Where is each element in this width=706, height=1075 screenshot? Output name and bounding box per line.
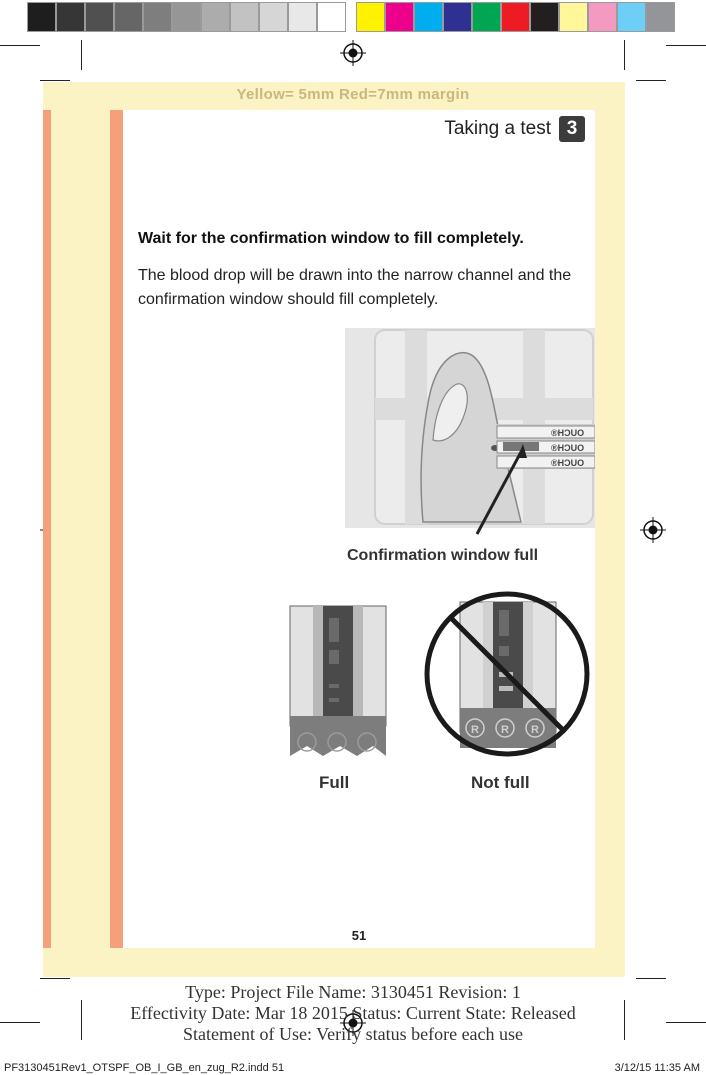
crop-mark	[40, 80, 70, 81]
color-swatch	[443, 2, 472, 32]
logo-glyph: R	[501, 724, 509, 736]
registration-mark-icon	[340, 1010, 366, 1036]
full-strip-icon	[289, 605, 387, 756]
page-number: 51	[351, 928, 367, 943]
page-header: Taking a test 3	[444, 116, 585, 142]
crop-mark	[624, 1000, 625, 1040]
color-swatch	[259, 2, 288, 32]
metadata-line-3: Statement of Use: Verify status before e…	[182, 1024, 524, 1044]
logo-glyph: R	[531, 724, 539, 736]
registration-mark-icon	[640, 517, 666, 543]
color-swatch	[56, 2, 85, 32]
crop-mark	[666, 1022, 706, 1023]
color-swatch	[288, 2, 317, 32]
full-label: Full	[319, 773, 349, 792]
file-name: PF3130451Rev1_OTSPF_OB_I_GB_en_zug_R2.in…	[4, 1062, 285, 1074]
color-swatch	[317, 2, 346, 32]
color-swatch	[530, 2, 559, 32]
logo-glyph: R	[471, 724, 479, 736]
margin-note: Yellow= 5mm Red=7mm margin	[236, 86, 470, 103]
crop-mark	[0, 45, 40, 46]
red-margin-strip	[43, 110, 51, 948]
color-swatch	[588, 2, 617, 32]
color-swatch	[414, 2, 443, 32]
color-swatch	[114, 2, 143, 32]
metadata-line-2: Effectivity Date: Mar 18 2015 Status: Cu…	[130, 1003, 576, 1023]
color-swatch	[646, 2, 675, 32]
crop-mark	[624, 40, 625, 70]
color-swatch	[472, 2, 501, 32]
crop-mark	[40, 978, 70, 979]
color-swatch	[230, 2, 259, 32]
color-swatch	[559, 2, 588, 32]
strip-brand-text: ®HƆUO	[551, 458, 584, 468]
color-swatch	[501, 2, 530, 32]
color-swatch	[201, 2, 230, 32]
figure-caption: Confirmation window full	[347, 547, 538, 564]
red-margin-strip	[110, 110, 123, 948]
color-swatch	[85, 2, 114, 32]
crop-mark	[81, 1000, 82, 1040]
instruction-body: The blood drop will be drawn into the na…	[138, 267, 572, 308]
section-title: Taking a test	[444, 118, 551, 139]
crop-mark	[666, 45, 706, 46]
color-swatch	[27, 2, 56, 32]
crop-mark	[0, 1022, 40, 1023]
strip-brand-text: ®HƆUO	[551, 428, 584, 438]
strip-brand-text: ®HƆUO	[551, 443, 584, 453]
not-full-label: Not full	[471, 773, 530, 792]
manual-page: Taking a test 3 Wait for the confirmatio…	[123, 110, 595, 948]
prohibition-icon	[424, 591, 590, 757]
color-swatch	[617, 2, 646, 32]
print-timestamp: 3/12/15 11:35 AM	[614, 1062, 700, 1074]
chapter-badge: 3	[559, 116, 585, 142]
instruction-heading: Wait for the confirmation window to fill…	[138, 230, 524, 247]
registration-mark-icon	[340, 40, 366, 66]
crop-mark	[81, 40, 82, 70]
color-swatch	[172, 2, 201, 32]
color-swatch	[356, 2, 385, 32]
metadata-line-1: Type: Project File Name: 3130451 Revisio…	[185, 982, 521, 1002]
crop-mark	[636, 80, 666, 81]
crop-mark	[636, 978, 666, 979]
full-vs-notfull-illustration: Full R R R Not full	[289, 591, 590, 792]
color-calibration-bar	[27, 2, 675, 32]
color-swatch	[143, 2, 172, 32]
color-swatch	[385, 2, 414, 32]
finger-strip-illustration: ®HƆUO ®HƆUO ®HƆUO Confirmation window fu…	[345, 328, 595, 564]
